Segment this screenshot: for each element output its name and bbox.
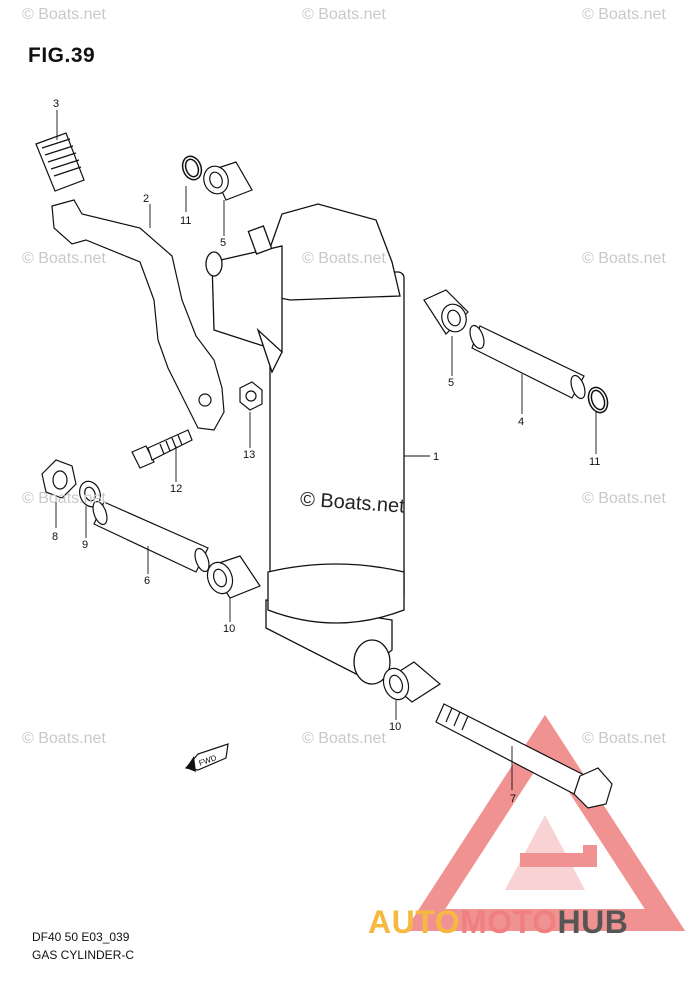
part-lever [51, 199, 225, 431]
callout-13: 13 [243, 449, 255, 461]
watermark: © Boats.net [582, 730, 666, 747]
part-nut-8 [41, 459, 77, 499]
part-pin-4 [469, 324, 586, 400]
watermark: © Boats.net [302, 6, 386, 23]
part-bushing-5-top [203, 161, 253, 201]
callout-5-right: 5 [448, 377, 454, 389]
leader-lines [55, 110, 597, 790]
part-nut-13 [239, 381, 263, 411]
callout-10-left: 10 [223, 623, 235, 635]
part-bushing-5-right [423, 289, 469, 335]
part-pad [35, 132, 85, 192]
callout-1: 1 [433, 451, 439, 463]
callout-numbers: 1 2 3 4 5 5 6 7 8 9 10 10 11 11 12 13 [52, 98, 600, 805]
callout-11-right: 11 [589, 456, 600, 468]
watermark: © Boats.net [302, 250, 386, 267]
callout-11-top: 11 [180, 215, 191, 227]
callout-8: 8 [52, 531, 58, 543]
callout-12: 12 [170, 483, 182, 495]
watermark: © Boats.net [582, 250, 666, 267]
brand-logo-mark [404, 714, 686, 931]
fwd-arrow-icon: FWD [184, 743, 229, 772]
watermark: © Boats.net [582, 490, 666, 507]
watermark: © Boats.net [22, 6, 106, 23]
brand-part-3: HUB [557, 904, 629, 940]
callout-4: 4 [518, 416, 524, 428]
part-bolt-12 [131, 429, 193, 469]
part-bushing-10-left [206, 555, 261, 599]
callout-10-right: 10 [389, 721, 401, 733]
part-bushing-10-right [382, 661, 442, 703]
watermark: © Boats.net [22, 490, 106, 507]
callout-9: 9 [82, 539, 88, 551]
caption-code: DF40 50 E03_039 [32, 930, 130, 944]
callout-3: 3 [53, 98, 59, 110]
watermark: © Boats.net [22, 250, 106, 267]
callout-7: 7 [510, 793, 516, 805]
figure-title: FIG.39 [28, 44, 96, 67]
brand-logo: AUTOMOTOHUB [368, 904, 628, 941]
part-gas-cylinder [205, 203, 405, 685]
part-pin-6 [92, 500, 210, 573]
callout-5-top: 5 [220, 237, 226, 249]
part-bolt-7 [435, 703, 613, 809]
watermark: © Boats.net [302, 730, 386, 747]
brand-part-1: AUTO [368, 904, 461, 940]
callout-6: 6 [144, 575, 150, 587]
brand-part-2: MOTO [460, 904, 558, 940]
part-clip-11-right [587, 386, 609, 414]
watermark: © Boats.net [22, 730, 106, 747]
watermark: © Boats.net [582, 6, 666, 23]
caption-name: GAS CYLINDER-C [32, 948, 135, 962]
part-clip-11-top [181, 155, 203, 181]
callout-2: 2 [143, 193, 149, 205]
part-washer-9 [79, 480, 101, 508]
